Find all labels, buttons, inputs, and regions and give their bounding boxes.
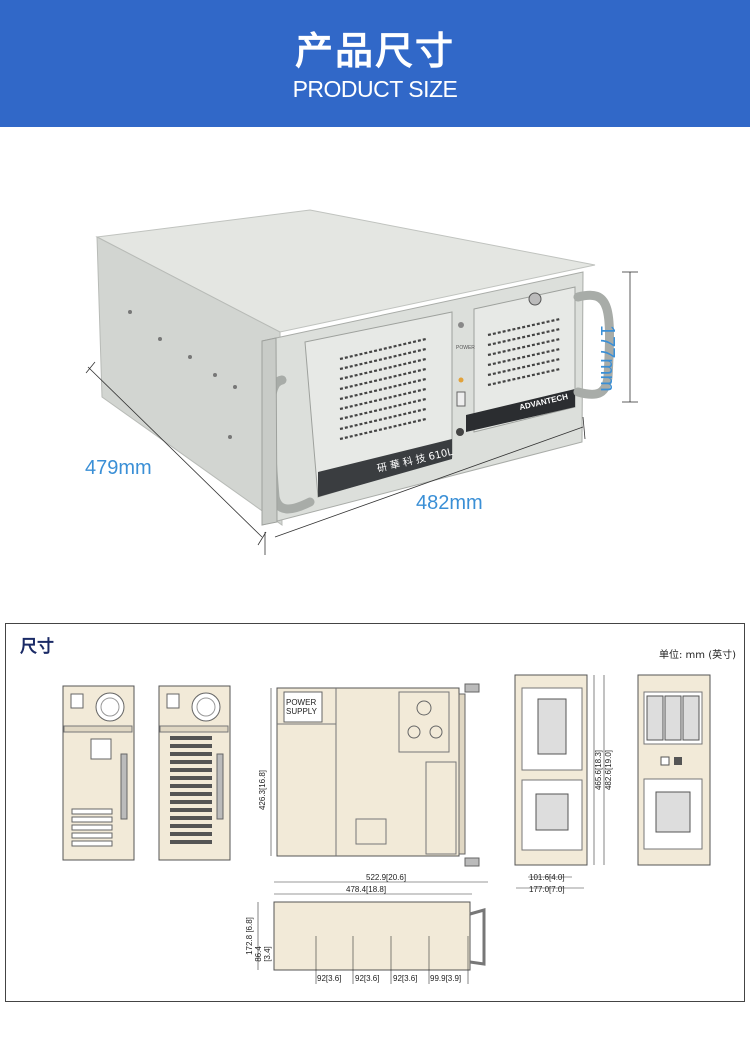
header-banner: 产品尺寸 PRODUCT SIZE: [0, 0, 750, 127]
technical-drawings: POWER SUPPLY 426.3[16.8] 522.9[20.6] 478…: [62, 674, 711, 984]
rear-view-1: [62, 685, 135, 861]
front-view-bays: [637, 674, 711, 866]
dim-top-depth: 426.3[16.8]: [258, 770, 267, 810]
chassis-photo: 研 華 科 技 610L ADVANTECH POWER: [85, 209, 638, 555]
dim-front-2: 482.6[19.0]: [604, 750, 613, 790]
dim-width-label: 482mm: [416, 492, 483, 514]
slot-dim-3: 92[3.6]: [393, 974, 417, 983]
dim-sub-height-1: 86.4: [254, 946, 263, 962]
slot-dim-4: 99.9[3.9]: [430, 974, 461, 983]
title-cn: 产品尺寸: [294, 29, 455, 73]
unit-label: 单位: mm (英寸): [658, 650, 736, 661]
slot-dim-2: 92[3.6]: [355, 974, 379, 983]
front-view: 465.6[18.3] 482.6[19.0] 101.6[4.0] 177.0…: [514, 674, 613, 894]
dimension-drawing-panel: 尺寸 单位: mm (英寸): [5, 623, 745, 1002]
top-view: POWER SUPPLY 426.3[16.8]: [258, 683, 480, 867]
title-en: PRODUCT SIZE: [292, 76, 458, 102]
dim-depth-label: 479mm: [85, 457, 152, 479]
power-label: POWER: [456, 345, 475, 351]
dim-sub-height-2: [3.4]: [263, 946, 272, 962]
psu-label-2: SUPPLY: [286, 707, 318, 716]
dim-side-height: 172.8 [6.8]: [245, 917, 254, 955]
dim-height-label: 177mm: [596, 325, 618, 392]
dim-small-2: 177.0[7.0]: [529, 885, 565, 894]
spec-title: 尺寸: [20, 637, 54, 657]
rear-view-2: [158, 685, 231, 861]
side-view: 522.9[20.6] 478.4[18.8] 172.8 [6.8] 86.4…: [245, 873, 488, 984]
dim-side-width: 478.4[18.8]: [346, 885, 386, 894]
dim-front-1: 465.6[18.3]: [594, 750, 603, 790]
dim-small-1: 101.6[4.0]: [529, 873, 565, 882]
dim-overall: 522.9[20.6]: [366, 873, 406, 882]
psu-label-1: POWER: [286, 698, 316, 707]
slot-dim-1: 92[3.6]: [317, 974, 341, 983]
